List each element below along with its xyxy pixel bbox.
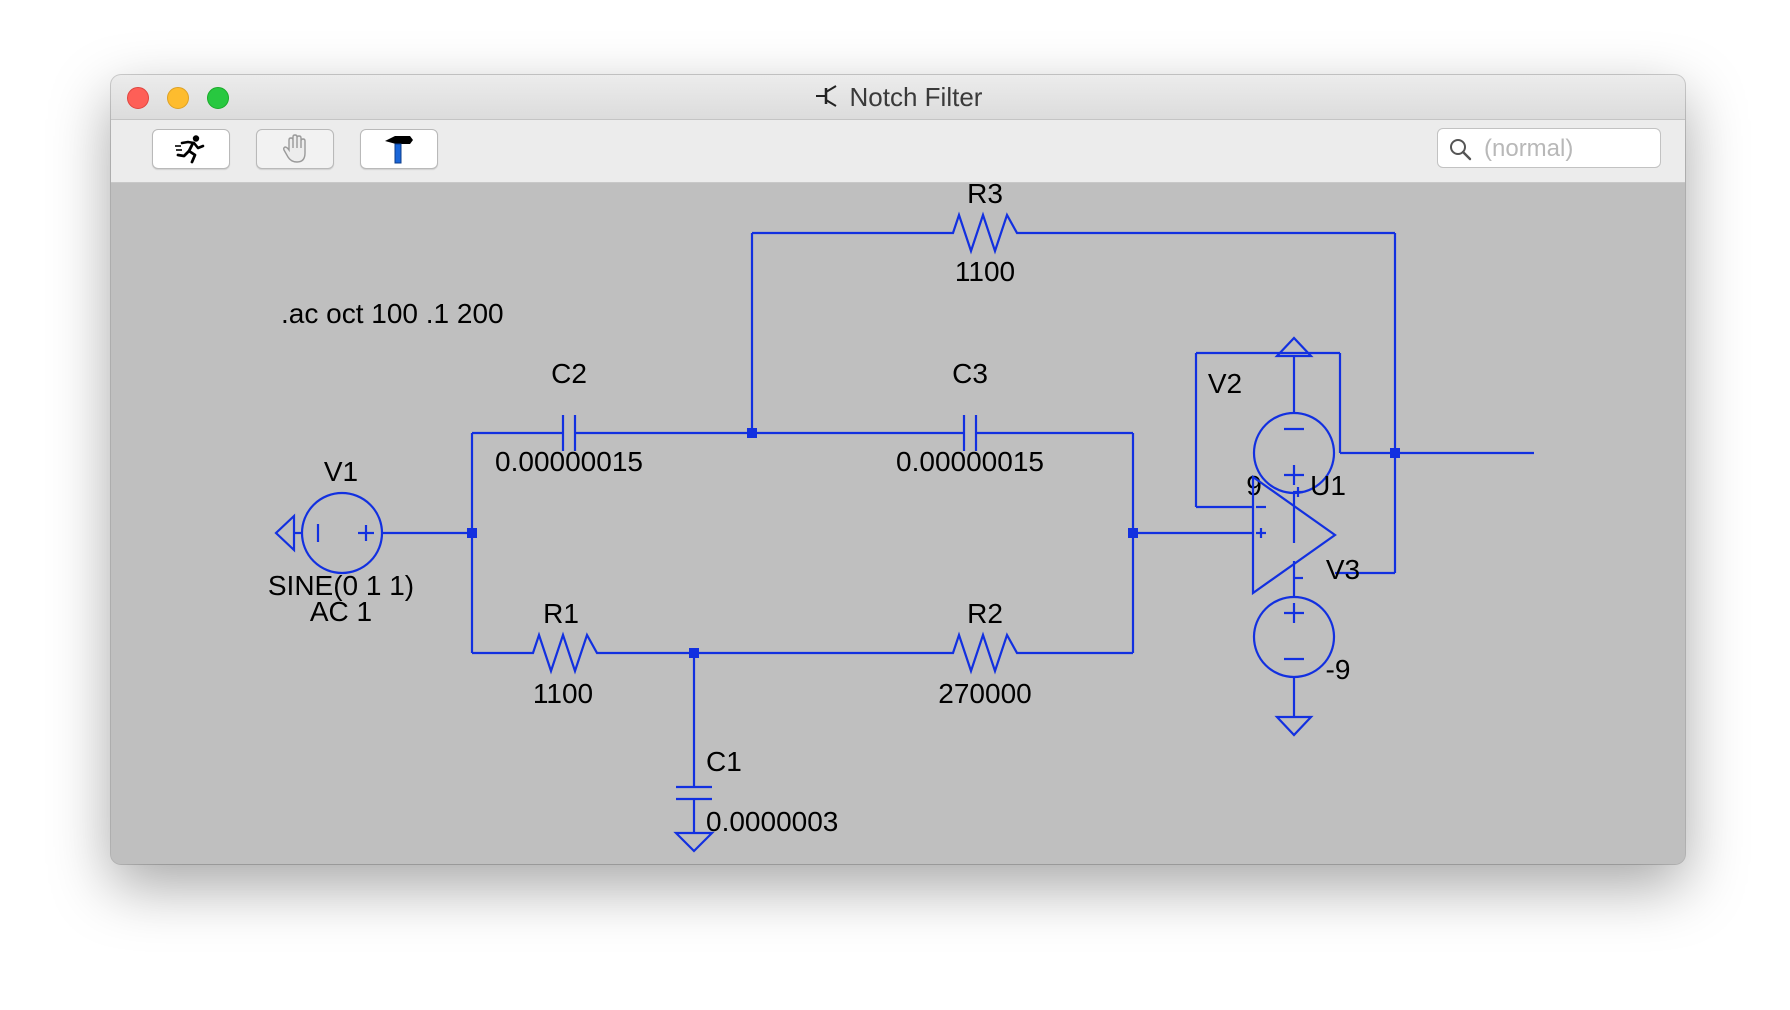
window-title: Notch Filter (111, 75, 1685, 119)
c3-value-label[interactable]: 0.00000015 (896, 446, 1044, 477)
r2-name-label: R2 (967, 598, 1003, 629)
wires (382, 231, 1534, 833)
zoom-button[interactable] (207, 87, 229, 109)
halt-button[interactable] (256, 129, 334, 169)
resistor-r3[interactable]: R3 1100 (945, 183, 1025, 287)
search-field[interactable] (1437, 128, 1661, 168)
minimize-button[interactable] (167, 87, 189, 109)
r3-name-label: R3 (967, 183, 1003, 209)
voltage-source-v3[interactable]: V3 -9 (1252, 554, 1360, 737)
c3-name-label: C3 (952, 358, 988, 389)
schematic-canvas[interactable]: .ac oct 100 .1 200 (111, 183, 1685, 864)
running-man-icon (175, 135, 205, 164)
v1-name-label: V1 (324, 456, 358, 487)
r2-value-label[interactable]: 270000 (938, 678, 1031, 709)
app-window: Notch Filter (111, 75, 1685, 864)
toolbar (111, 120, 1685, 183)
v3-value-label[interactable]: -9 (1326, 654, 1351, 685)
capacitor-c1[interactable]: C1 0.0000003 (673, 746, 838, 853)
v1-value-line1[interactable]: SINE(0 1 1) (268, 570, 414, 601)
r1-name-label: R1 (543, 598, 579, 629)
schematic-drawing[interactable]: .ac oct 100 .1 200 (111, 183, 1685, 864)
search-input[interactable] (1482, 133, 1656, 165)
v1-value-line2[interactable]: AC 1 (310, 596, 372, 627)
schematic-document-icon (815, 85, 837, 107)
close-button[interactable] (127, 87, 149, 109)
title-bar: Notch Filter (111, 75, 1685, 120)
r3-value-label[interactable]: 1100 (955, 256, 1015, 287)
window-title-text: Notch Filter (849, 82, 983, 112)
opamp-u1[interactable]: U1 (1251, 470, 1346, 596)
c2-value-label[interactable]: 0.00000015 (495, 446, 643, 477)
search-icon (1450, 139, 1472, 161)
resistor-r1[interactable]: R1 1100 (525, 598, 605, 709)
run-button[interactable] (152, 129, 230, 169)
hand-icon (282, 134, 306, 163)
junction-nodes (467, 428, 1400, 658)
settings-button[interactable] (360, 129, 438, 169)
hammer-icon (385, 136, 413, 164)
v3-name-label: V3 (1326, 554, 1360, 585)
v2-name-label: V2 (1208, 368, 1242, 399)
resistor-r2[interactable]: R2 270000 (938, 598, 1031, 709)
capacitor-c3[interactable]: C3 0.00000015 (896, 358, 1044, 477)
capacitor-c2[interactable]: C2 0.00000015 (495, 358, 643, 477)
voltage-source-v1[interactable]: V1 SINE(0 1 1) AC 1 (268, 456, 414, 627)
c1-name-label: C1 (706, 746, 742, 777)
c1-value-label[interactable]: 0.0000003 (706, 806, 838, 837)
u1-name-label: U1 (1310, 470, 1346, 501)
ac-directive-text[interactable]: .ac oct 100 .1 200 (281, 298, 504, 329)
r1-value-label[interactable]: 1100 (533, 678, 593, 709)
c2-name-label: C2 (551, 358, 587, 389)
